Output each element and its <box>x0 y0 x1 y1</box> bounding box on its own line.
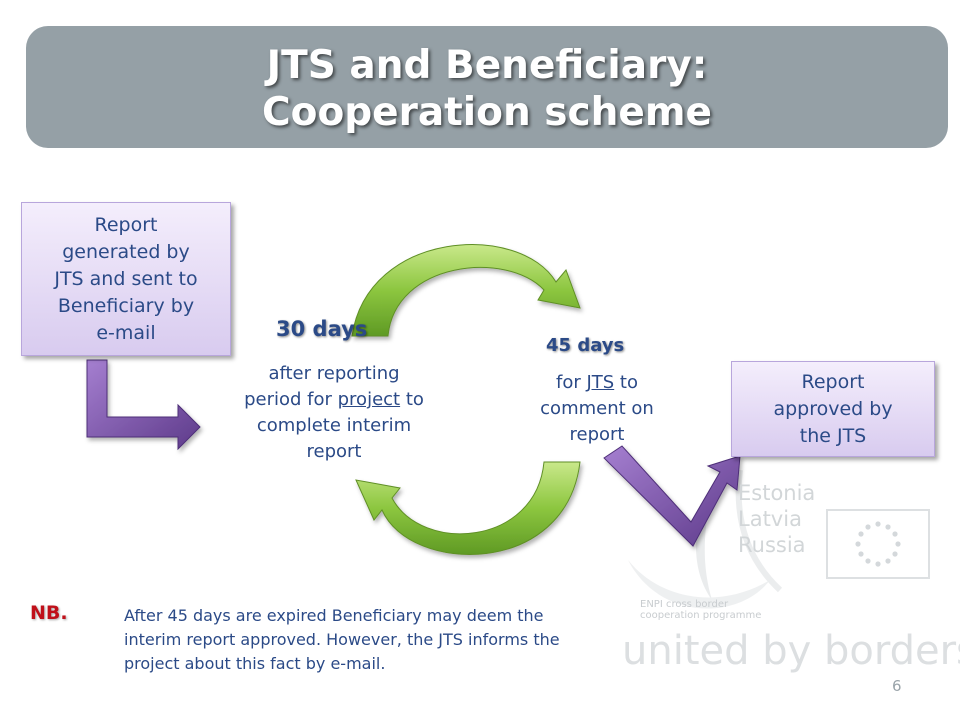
days-30-description: after reporting period for project to co… <box>208 361 460 465</box>
box-line: approved by <box>773 397 893 420</box>
title-line-2: Cooperation scheme <box>262 90 712 135</box>
desc-line: comment on <box>540 398 654 419</box>
watermark-country: Estonia <box>738 481 816 505</box>
nb-note: After 45 days are expired Beneficiary ma… <box>124 604 724 676</box>
desc-line: after reporting <box>268 363 400 384</box>
box-line: Beneficiary by <box>57 294 195 317</box>
watermark-countries: Estonia Latvia Russia <box>738 480 815 558</box>
watermark-program: ENPI cross border cooperation programme <box>640 599 761 621</box>
green-curved-arrow-top <box>351 244 581 337</box>
desc-line: report <box>569 424 625 445</box>
box-line: generated by <box>62 240 190 263</box>
title-line-1: JTS and Beneficiary: <box>266 43 708 88</box>
watermark-tagline: united by borders <box>622 628 960 674</box>
desc-fragment: to <box>400 389 424 410</box>
watermark-country: Russia <box>738 533 806 557</box>
purple-arrow-left <box>86 359 201 451</box>
jts-link[interactable]: JTS <box>586 372 615 393</box>
days-45-heading: 45 days <box>546 335 625 356</box>
page-title: JTS and Beneficiary: Cooperation scheme <box>26 42 948 136</box>
desc-line: report <box>306 441 362 462</box>
box-line: the JTS <box>799 424 867 447</box>
title-banner: JTS and Beneficiary: Cooperation scheme <box>26 26 948 148</box>
box-line: e-mail <box>96 321 156 344</box>
watermark-program-line: cooperation programme <box>640 610 762 621</box>
project-link[interactable]: project <box>337 389 401 410</box>
note-line: project about this fact by e-mail. <box>124 654 386 673</box>
desc-fragment: period for <box>244 389 338 410</box>
desc-line: period for project to <box>208 387 460 413</box>
watermark-country: Latvia <box>738 507 802 531</box>
box-line: JTS and sent to <box>54 267 198 290</box>
desc-line: complete interim <box>256 415 412 436</box>
report-approved-box: Report approved by the JTS <box>731 361 935 457</box>
eu-flag-icon <box>826 509 930 579</box>
note-line: interim report approved. However, the JT… <box>124 630 560 649</box>
desc-fragment: for <box>555 372 587 393</box>
green-curved-arrow-bottom <box>355 461 581 555</box>
report-generated-box: Report generated by JTS and sent to Bene… <box>21 202 231 356</box>
box-line: Report <box>94 213 158 236</box>
note-line: After 45 days are expired Beneficiary ma… <box>124 606 544 625</box>
box-line: Report <box>801 370 865 393</box>
days-45-description: for JTS to comment on report <box>512 370 682 448</box>
days-30-heading: 30 days <box>276 317 368 341</box>
watermark-program-line: ENPI cross border <box>640 599 729 610</box>
desc-line: for JTS to <box>512 370 682 396</box>
nb-label: NB. <box>30 602 68 624</box>
page-number: 6 <box>892 677 902 695</box>
desc-fragment: to <box>614 372 638 393</box>
purple-arrow-right <box>603 445 741 547</box>
swoosh-logo <box>628 469 783 609</box>
